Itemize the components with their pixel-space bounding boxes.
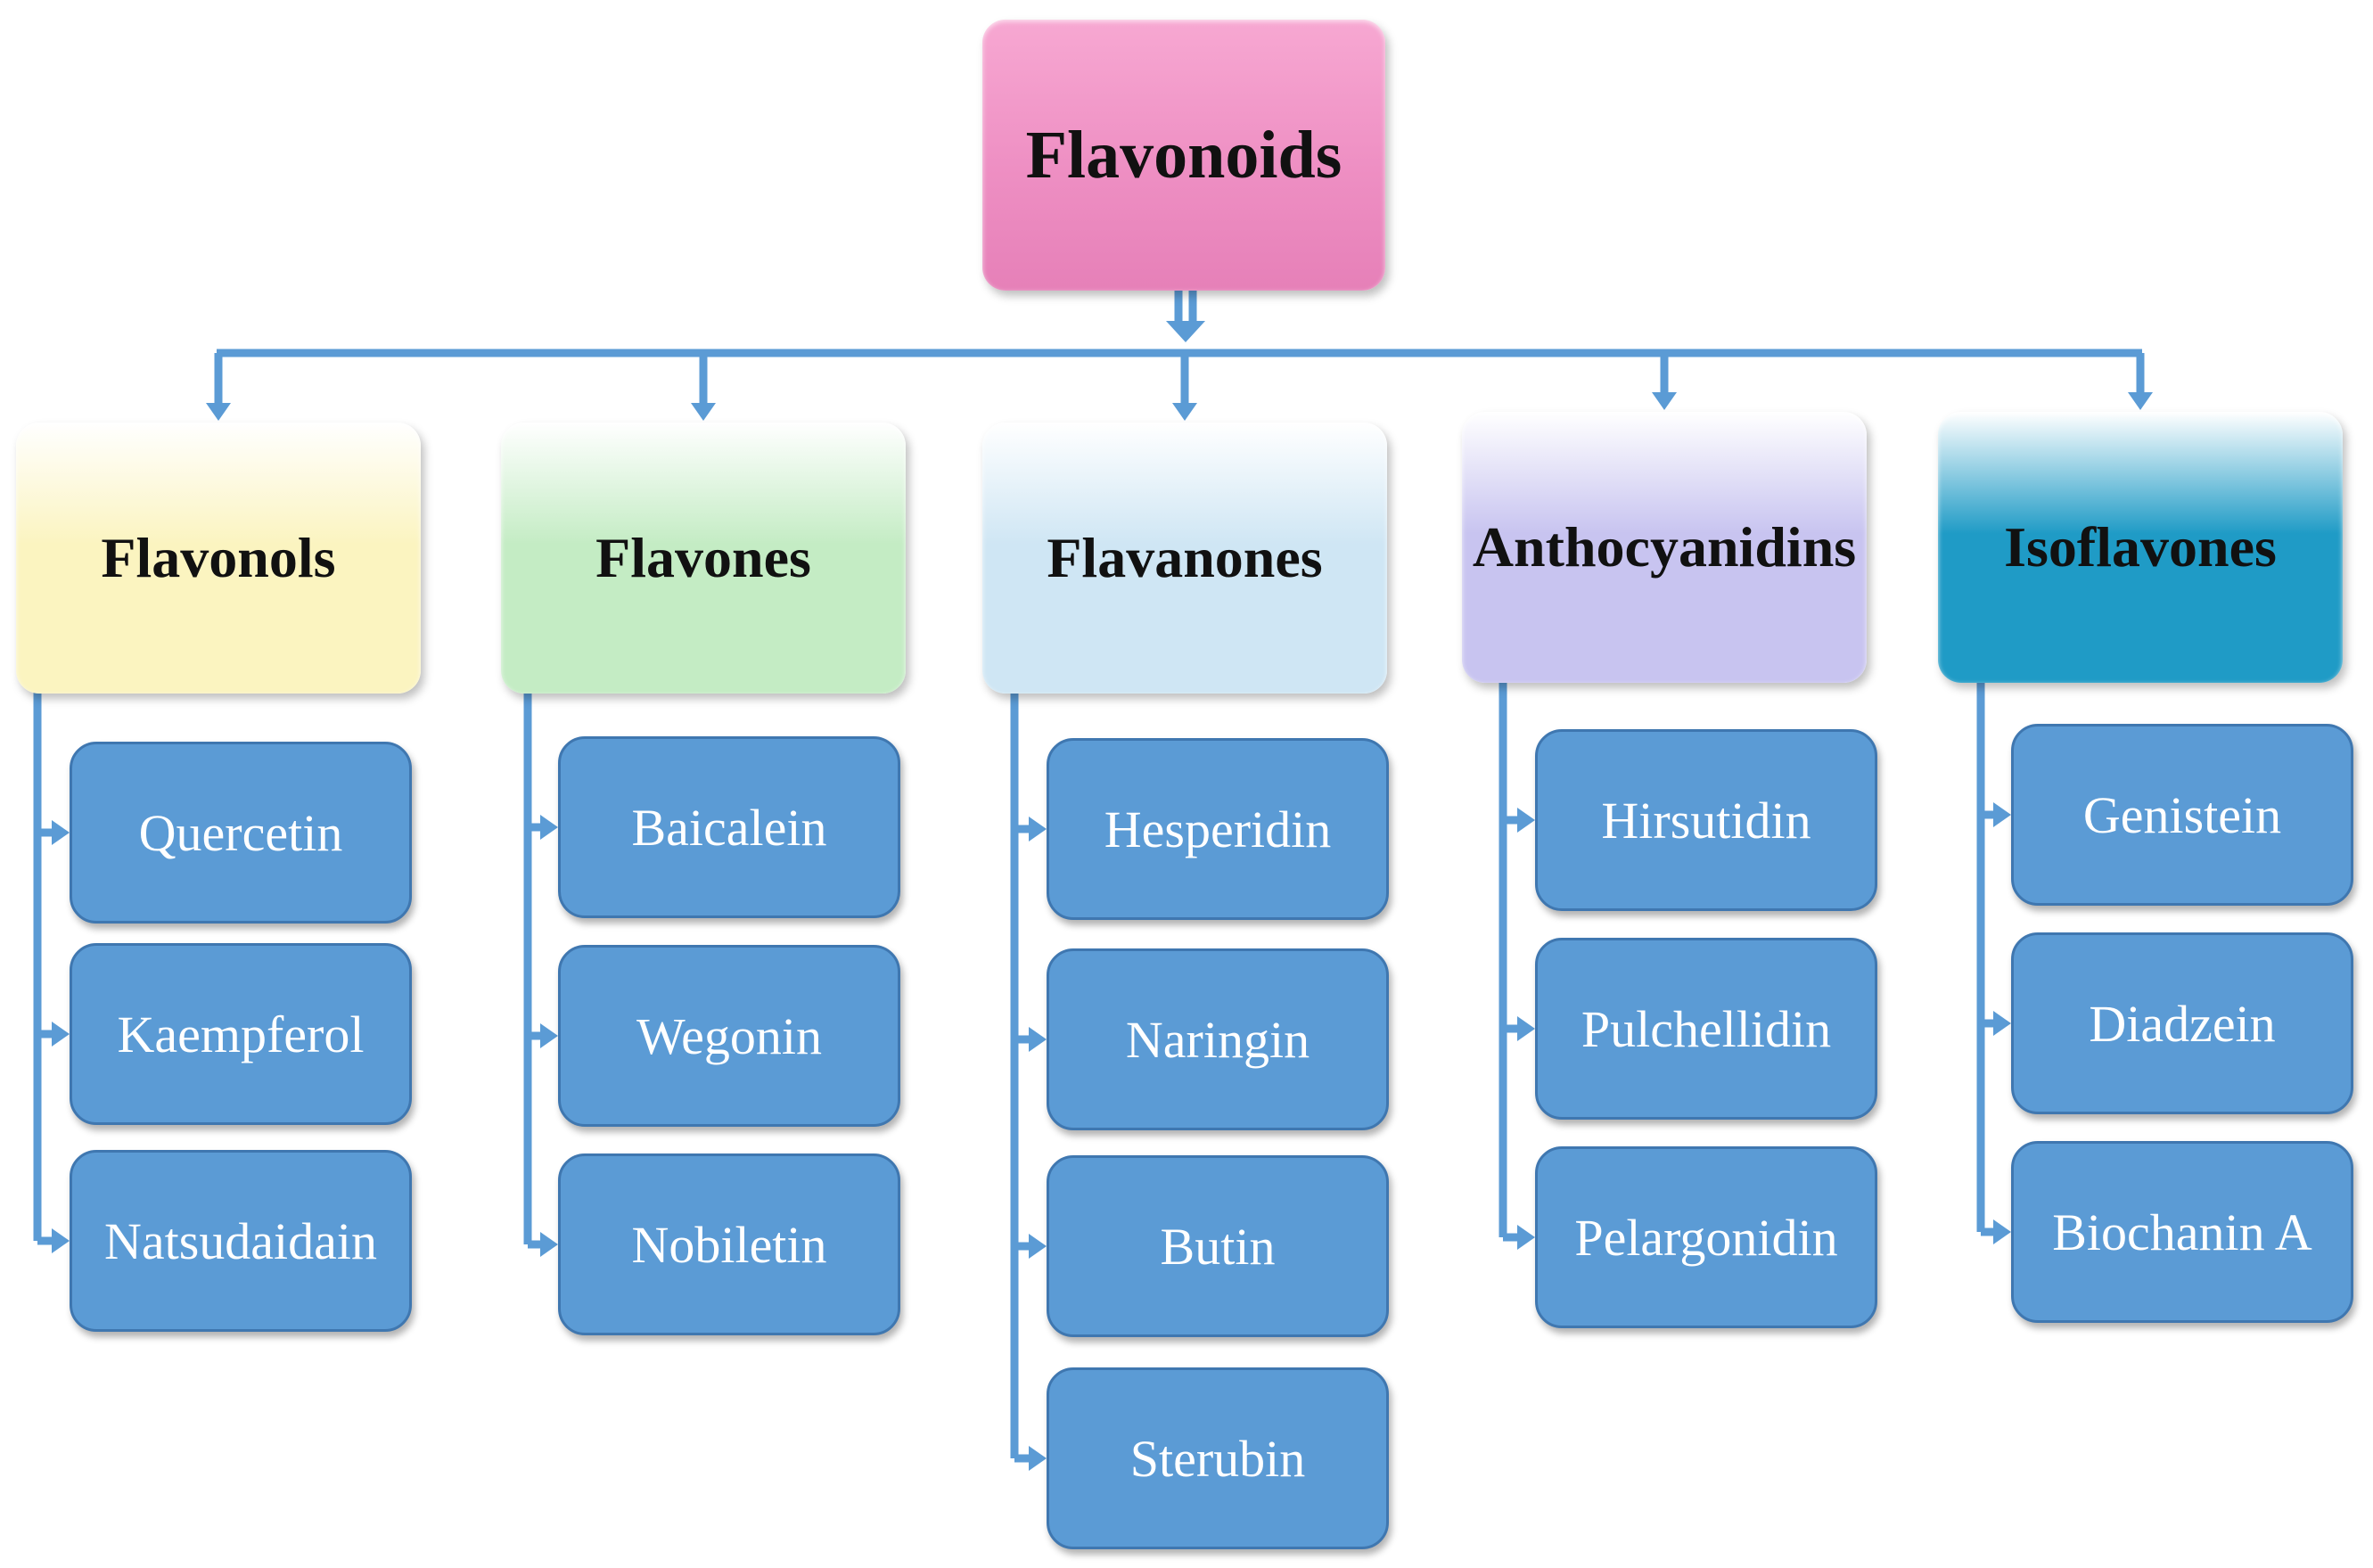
category-flavonols: Flavonols — [16, 423, 421, 694]
compound-wegonin: Wegonin — [558, 945, 900, 1127]
category-drop-arrow — [206, 403, 231, 421]
category-label: Flavonols — [101, 526, 336, 589]
root-label: Flavonoids — [1025, 117, 1343, 193]
category-anthocyanidins: Anthocyanidins — [1462, 412, 1867, 683]
root-stem-arrow — [1166, 321, 1205, 342]
compound-label: Pelargonidin — [1574, 1208, 1838, 1267]
compound-biochanin-a: Biochanin A — [2011, 1141, 2353, 1323]
category-label: Flavones — [595, 526, 811, 589]
branch-arrow — [1993, 802, 2011, 827]
branch-arrow — [540, 815, 558, 840]
category-flavanones: Flavanones — [982, 423, 1387, 694]
compound-label: Genistein — [2082, 785, 2282, 844]
compound-baicalein: Baicalein — [558, 736, 900, 918]
compound-label: Nobiletin — [631, 1215, 827, 1274]
compound-genistein: Genistein — [2011, 724, 2353, 906]
category-label: Flavanones — [1047, 526, 1323, 589]
compound-label: Quercetin — [138, 803, 343, 862]
branch-arrow — [1517, 1225, 1535, 1250]
category-drop-arrow — [1652, 392, 1677, 410]
category-drop-arrow — [2128, 392, 2153, 410]
category-flavones: Flavones — [501, 423, 906, 694]
compound-label: Kaempferol — [117, 1005, 365, 1063]
branch-arrow — [1517, 1016, 1535, 1041]
compound-label: Naringin — [1125, 1010, 1310, 1069]
compound-label: Biochanin A — [2052, 1203, 2312, 1261]
category-drop-arrow — [691, 403, 716, 421]
branch-arrow — [1029, 1027, 1047, 1052]
branch-arrow — [540, 1023, 558, 1048]
branch-arrow — [1517, 808, 1535, 833]
category-drop-arrow — [1172, 403, 1197, 421]
compound-label: Diadzein — [2089, 994, 2276, 1053]
branch-arrow — [1029, 1446, 1047, 1471]
compound-nobiletin: Nobiletin — [558, 1153, 900, 1335]
compound-natsudaidain: Natsudaidain — [70, 1150, 412, 1332]
compound-quercetin: Quercetin — [70, 742, 412, 924]
branch-arrow — [52, 820, 70, 845]
compound-label: Butin — [1160, 1217, 1276, 1276]
branch-arrow — [1029, 817, 1047, 841]
compound-sterubin: Sterubin — [1047, 1367, 1389, 1549]
branch-arrow — [52, 1022, 70, 1047]
compound-hirsutidin: Hirsutidin — [1535, 729, 1877, 911]
branch-arrow — [540, 1232, 558, 1257]
category-label: Isoflavones — [2004, 515, 2277, 579]
compound-hesperidin: Hesperidin — [1047, 738, 1389, 920]
branch-arrow — [1993, 1011, 2011, 1036]
compound-label: Hesperidin — [1104, 800, 1332, 858]
compound-label: Baicalein — [631, 798, 827, 857]
compound-naringin: Naringin — [1047, 948, 1389, 1130]
compound-label: Sterubin — [1129, 1429, 1306, 1488]
branch-arrow — [52, 1228, 70, 1253]
compound-pulchellidin: Pulchellidin — [1535, 938, 1877, 1120]
compound-label: Pulchellidin — [1581, 999, 1832, 1058]
compound-label: Hirsutidin — [1601, 791, 1811, 850]
compound-pelargonidin: Pelargonidin — [1535, 1146, 1877, 1328]
compound-kaempferol: Kaempferol — [70, 943, 412, 1125]
category-label: Anthocyanidins — [1472, 515, 1857, 579]
compound-butin: Butin — [1047, 1155, 1389, 1337]
branch-arrow — [1993, 1219, 2011, 1244]
root-node: Flavonoids — [982, 20, 1385, 291]
branch-arrow — [1029, 1234, 1047, 1259]
category-isoflavones: Isoflavones — [1938, 412, 2343, 683]
compound-label: Natsudaidain — [103, 1211, 378, 1270]
compound-label: Wegonin — [636, 1006, 822, 1065]
compound-diadzein: Diadzein — [2011, 932, 2353, 1114]
